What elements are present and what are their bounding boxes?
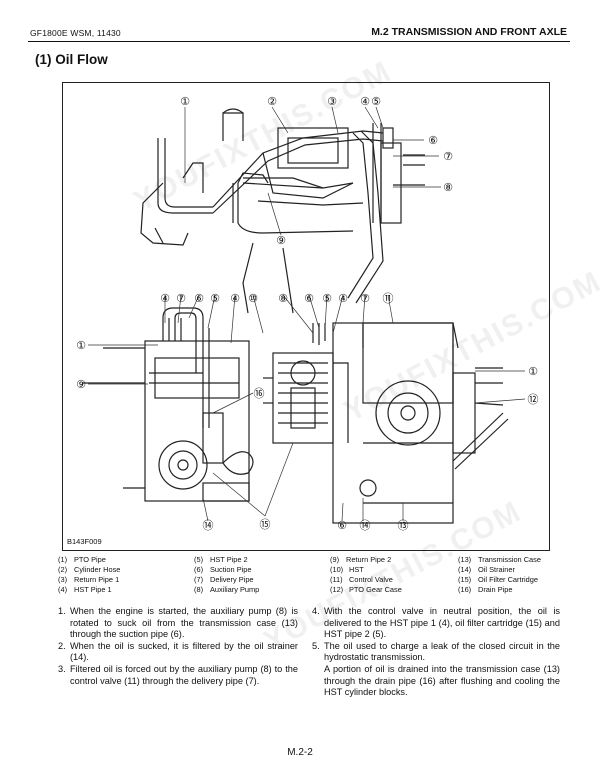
page-number: M.2-2 xyxy=(287,747,313,758)
oil-flow-illustration: ① ② ③ ④ ⑤ ⑥ ⑦ ⑧ ⑨ ④ ⑦ ⑥ ⑤ ④ ⑩ ⑧ ⑥ ⑤ ④ ⑦ … xyxy=(76,95,539,532)
legend-item: (13)Transmission Case xyxy=(458,555,541,564)
callout-8: ⑧ xyxy=(278,292,288,305)
legend-item: (14)Oil Strainer xyxy=(458,565,515,574)
callout-1: ① xyxy=(180,95,190,108)
callout-14: ⑭ xyxy=(360,519,371,532)
callout-4: ④ xyxy=(360,95,370,108)
callout-6: ⑥ xyxy=(337,519,347,532)
callout-6: ⑥ xyxy=(428,134,438,147)
step-item: 2.When the oil is sucked, it is filtered… xyxy=(58,640,298,663)
callout-5: ⑤ xyxy=(371,95,381,108)
callout-7: ⑦ xyxy=(176,292,186,305)
step-item: 3.Filtered oil is forced out by the auxi… xyxy=(58,663,298,686)
oil-flow-steps-left: 1.When the engine is started, the auxili… xyxy=(58,606,298,687)
section-title: (1) Oil Flow xyxy=(35,52,108,67)
legend-item: (2)Cylinder Hose xyxy=(58,565,121,574)
legend-item: (6)Suction Pipe xyxy=(194,565,252,574)
callout-6: ⑥ xyxy=(194,292,204,305)
callout-4: ④ xyxy=(338,292,348,305)
document-code: GF1800E WSM, 11430 xyxy=(30,28,121,38)
step-item: A portion of oil is drained into the tra… xyxy=(324,663,560,698)
header-rule xyxy=(28,41,570,42)
callout-13: ⑬ xyxy=(398,519,409,532)
legend-item: (15)Oil Filter Cartridge xyxy=(458,575,538,584)
callout-9: ⑨ xyxy=(76,378,86,391)
legend-item: (11)Control Valve xyxy=(330,575,393,584)
legend-item: (10)HST xyxy=(330,565,364,574)
legend-item: (4)HST Pipe 1 xyxy=(58,585,112,594)
step-item: 1.When the engine is started, the auxili… xyxy=(58,606,298,640)
parts-legend: (1)PTO Pipe (2)Cylinder Hose (3)Return P… xyxy=(58,555,558,603)
figure-code: B143F009 xyxy=(67,537,102,546)
legend-item: (7)Delivery Pipe xyxy=(194,575,254,584)
callout-16: ⑯ xyxy=(254,387,265,400)
callout-9: ⑨ xyxy=(276,234,286,247)
legend-item: (9)Return Pipe 2 xyxy=(330,555,392,564)
legend-item: (1)PTO Pipe xyxy=(58,555,106,564)
callout-8: ⑧ xyxy=(443,181,453,194)
callout-6: ⑥ xyxy=(304,292,314,305)
legend-item: (16)Drain Pipe xyxy=(458,585,513,594)
callout-3: ③ xyxy=(327,95,337,108)
callout-4: ④ xyxy=(230,292,240,305)
callout-7: ⑦ xyxy=(443,150,453,163)
chapter-title: M.2 TRANSMISSION AND FRONT AXLE xyxy=(371,26,567,38)
callout-1: ① xyxy=(528,365,538,378)
callout-14: ⑭ xyxy=(203,519,214,532)
callout-15: ⑮ xyxy=(260,518,271,531)
step-item: 4.With the control valve in neutral posi… xyxy=(312,606,560,640)
step-item: 5.The oil used to charge a leak of the c… xyxy=(312,640,560,663)
callout-12: ⑫ xyxy=(528,393,539,406)
legend-item: (5)HST Pipe 2 xyxy=(194,555,248,564)
legend-item: (8)Auxiliary Pump xyxy=(194,585,260,594)
callout-5: ⑤ xyxy=(322,292,332,305)
callout-2: ② xyxy=(267,95,277,108)
callout-4: ④ xyxy=(160,292,170,305)
callout-1: ① xyxy=(76,339,86,352)
callout-11: ⑪ xyxy=(383,292,394,305)
callout-10: ⑩ xyxy=(248,292,258,305)
legend-item: (12)PTO Gear Case xyxy=(330,585,402,594)
oil-flow-figure: ① ② ③ ④ ⑤ ⑥ ⑦ ⑧ ⑨ ④ ⑦ ⑥ ⑤ ④ ⑩ ⑧ ⑥ ⑤ ④ ⑦ … xyxy=(62,82,550,551)
callout-7: ⑦ xyxy=(360,292,370,305)
legend-item: (3)Return Pipe 1 xyxy=(58,575,120,584)
callout-5: ⑤ xyxy=(210,292,220,305)
oil-flow-steps-right: 4.With the control valve in neutral posi… xyxy=(312,606,560,699)
